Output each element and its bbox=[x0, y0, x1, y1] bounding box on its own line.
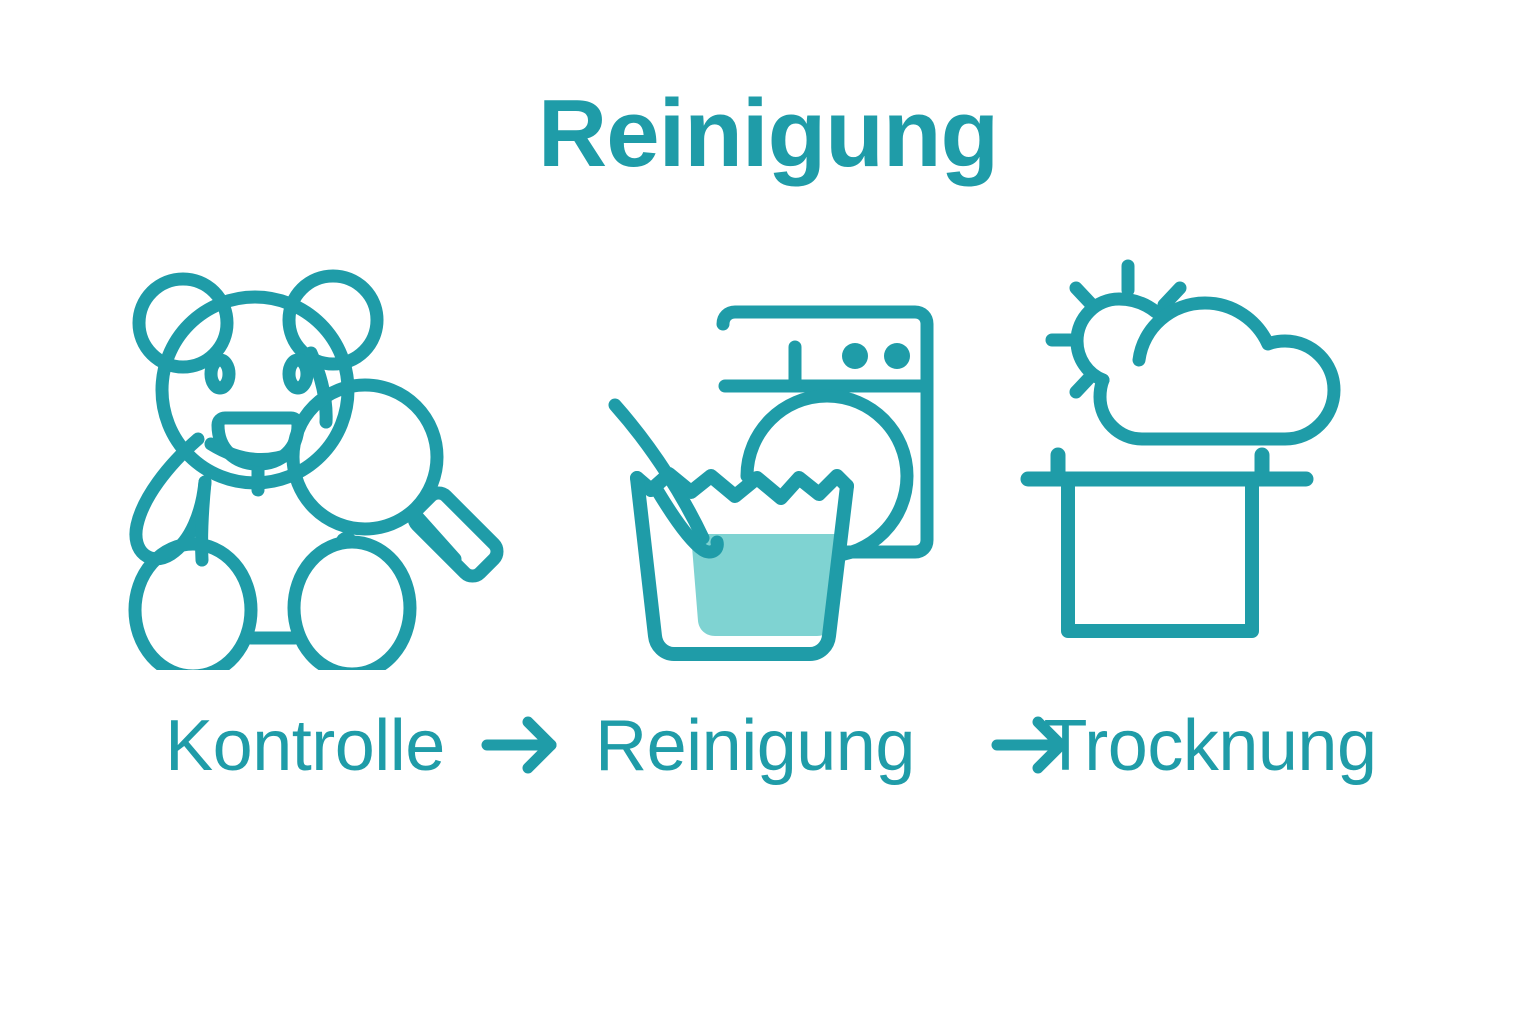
step-label-reinigung: Reinigung bbox=[595, 706, 915, 786]
arrow-right-icon bbox=[975, 690, 1085, 800]
process-step-kontrolle: Kontrolle bbox=[95, 250, 515, 810]
wash-basin-and-washing-machine-icon bbox=[545, 250, 965, 670]
arrow-right-icon bbox=[465, 690, 575, 800]
sun-cloud-and-drying-towel-icon bbox=[1000, 250, 1420, 670]
step-label-kontrolle: Kontrolle bbox=[165, 706, 445, 786]
process-step-reinigung: Reinigung bbox=[545, 250, 965, 810]
page-title: Reinigung bbox=[537, 80, 999, 187]
teddy-bear-with-magnifying-glass-icon bbox=[95, 250, 515, 670]
step-label-trocknung: Trocknung bbox=[1043, 706, 1378, 786]
process-steps: Kontrolle bbox=[0, 250, 1536, 810]
process-step-trocknung: Trocknung bbox=[1000, 250, 1420, 810]
